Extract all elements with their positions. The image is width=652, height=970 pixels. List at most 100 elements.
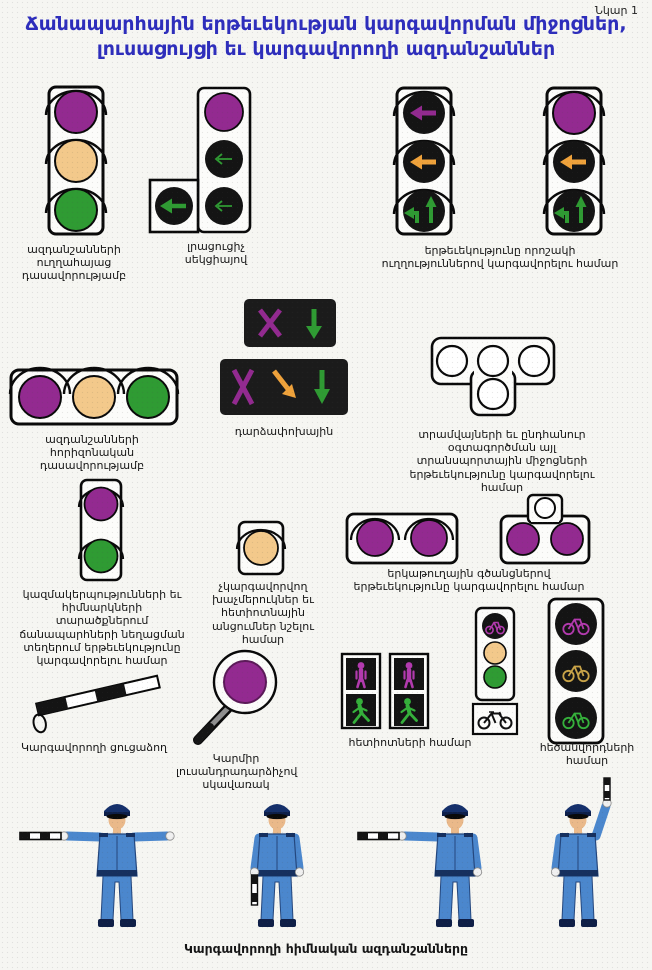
red-lamp — [506, 522, 540, 556]
page-title: Ճանապարհային երթեւեկության կարգավորման մ… — [0, 12, 652, 62]
green-up-left-arrow-icon — [554, 196, 587, 223]
caption-reversible: դարձափոխային — [234, 425, 334, 438]
pedestrian-signal-1 — [340, 652, 382, 730]
red-x-icon — [231, 368, 255, 406]
glove — [165, 831, 175, 841]
footer-caption: Կարգավորողի հիմնական ազդանշանները — [183, 941, 469, 956]
traffic-light-arrows — [392, 86, 456, 236]
caption-additional-section: լրացուցիչ սեկցիայով — [184, 240, 248, 267]
panel — [244, 299, 336, 347]
caption-tram: տրամվայների եւ ընդհանուր օգտագործման այլ… — [409, 428, 595, 494]
visor — [349, 517, 401, 541]
red-lamp — [83, 486, 119, 522]
traffic-light-arrows-2 — [542, 86, 606, 236]
railway-signal-1 — [345, 512, 459, 565]
cap-icon — [565, 804, 591, 814]
traffic-light-two-section — [77, 478, 125, 582]
green-left-arrowhead-icon — [160, 198, 172, 214]
bicycle-green-icon — [562, 712, 590, 730]
yellow-lamp — [72, 375, 116, 419]
cap-icon — [442, 804, 468, 814]
caption-vertical-light: ազդանշանների ուղղահայաց դասավորությամբ — [21, 243, 127, 283]
yellow-left-arrowhead-icon — [560, 154, 572, 170]
standing-person-icon — [355, 662, 367, 689]
tram-signal — [430, 336, 556, 417]
red-lamp — [18, 375, 62, 419]
green-up-left-arrow-icon — [404, 196, 437, 223]
bicycle-plate — [471, 702, 519, 736]
traffic-light-single-yellow — [235, 520, 287, 576]
bicycle-yellow-icon — [562, 665, 590, 683]
red-x-icon — [258, 308, 282, 338]
off-lamp — [553, 190, 595, 232]
bicycle-icon — [485, 621, 505, 635]
yellow-diagonal-arrowhead-icon — [282, 384, 296, 398]
controller-figure-arm-forward — [357, 804, 483, 927]
caption-railway: երկաթուղային գծանցներով երթեւեկությունը … — [353, 567, 585, 594]
traffic-light-additional-section — [148, 86, 252, 234]
traffic-light-horizontal — [8, 366, 180, 426]
disc-grip — [194, 723, 214, 744]
yellow-lamp — [483, 641, 507, 665]
red-reflector-disc — [193, 649, 278, 745]
caption-horizontal-light: ազդանշանների հորիզոնական դասավորությամբ — [39, 433, 145, 473]
white-lamp — [435, 344, 469, 378]
glove — [472, 867, 483, 877]
off-lamp — [403, 190, 445, 232]
cap-icon — [264, 804, 290, 814]
baton-strap — [32, 713, 47, 734]
controller-baton — [32, 674, 161, 734]
red-lamp — [552, 91, 596, 135]
yellow-lamp — [243, 530, 279, 566]
green-down-arrowhead-icon — [314, 389, 330, 404]
green-lamp — [483, 665, 507, 689]
red-lamp — [410, 519, 448, 557]
reversible-lane-signals — [220, 299, 348, 415]
bicycle-plate-icon — [477, 711, 513, 730]
disc-red-center — [223, 660, 267, 704]
red-lamp — [356, 519, 394, 557]
caption-red-disc: Կարմիր լուսանդրադարձիչով սկավառակ — [176, 752, 298, 792]
bicycle-red-icon — [562, 618, 590, 636]
green-lamp — [54, 188, 98, 232]
cyclist-signal-small — [471, 606, 519, 736]
red-left-arrowhead-icon — [410, 105, 422, 121]
green-down-arrowhead-icon — [306, 326, 322, 339]
yellow-left-arrowhead-icon — [410, 154, 422, 170]
controller-figure-arms-down — [249, 804, 305, 927]
visor — [235, 528, 287, 550]
yellow-lamp — [54, 139, 98, 183]
cyclist-signal-tall — [547, 597, 605, 745]
caption-single-yellow: չկարգավորվող խաչմերուկներ եւ հետիոտնային… — [212, 580, 314, 646]
caption-cyclist: հեծանվորդների համար — [539, 741, 635, 768]
white-lamp — [517, 344, 551, 378]
walking-person-icon — [400, 698, 418, 724]
title-line-2: լուսացույցի եւ կարգավորողի ազդանշաններ — [96, 38, 556, 60]
baton-icon — [357, 831, 400, 841]
red-lamp — [204, 92, 244, 132]
controller-figure-arms-out — [19, 804, 175, 927]
caption-pedestrian: հետիոտների համար — [348, 736, 472, 749]
baton-icon — [19, 831, 62, 841]
caption-directional-lights: երթեւեկությունը որոշակի ուղղություններով… — [381, 244, 619, 271]
yellow-diagonal-arrow-icon — [272, 369, 290, 391]
glove — [294, 867, 305, 877]
railway-signal-2 — [499, 493, 591, 565]
green-contour-arrow-icon — [214, 153, 232, 165]
pedestrian-signal-2 — [388, 652, 430, 730]
controller-figure-arm-up — [550, 777, 612, 927]
visor — [403, 517, 455, 541]
green-lamp — [83, 538, 119, 574]
green-lamp — [126, 375, 170, 419]
caption-two-section: կազմակերպությունների եւ հիմնարկների տարա… — [19, 588, 185, 667]
white-lamp — [534, 497, 556, 519]
glove — [550, 867, 561, 877]
caption-baton: Կարգավորողի ցուցաձող — [20, 741, 168, 754]
baton-icon — [603, 777, 611, 801]
standing-person-icon — [403, 662, 415, 689]
white-lamp — [476, 377, 510, 411]
baton-icon — [250, 874, 259, 906]
title-line-1: Ճանապարհային երթեւեկության կարգավորման մ… — [25, 13, 627, 35]
visor — [116, 366, 180, 395]
